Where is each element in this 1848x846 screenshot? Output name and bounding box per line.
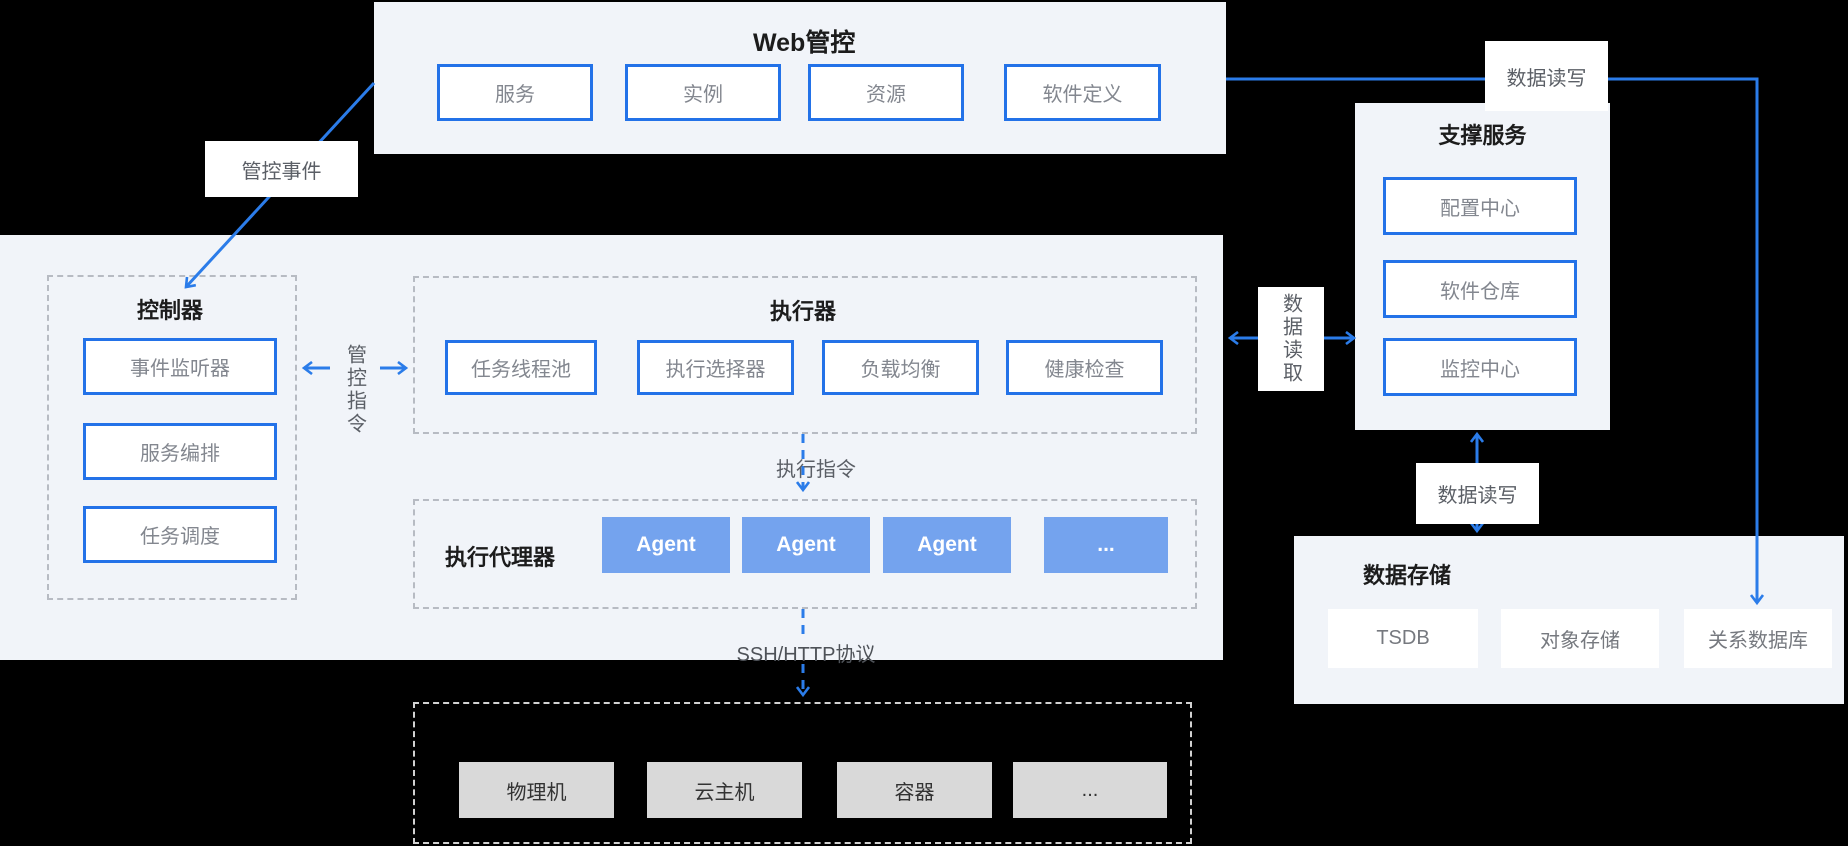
box-container: 容器 [837,762,992,818]
box-agent-more: ... [1044,517,1168,573]
box-service: 服务 [437,64,593,121]
label-data-read: 数据读取 [1258,287,1324,391]
controller-title: 控制器 [136,298,203,323]
box-agent-2: Agent [742,517,870,573]
box-monitor-center: 监控中心 [1383,338,1577,396]
arrow-web-to-relational-db [1226,77,1757,603]
box-instance: 实例 [625,64,781,121]
box-tsdb: TSDB [1328,609,1478,668]
storage-title: 数据存储 [1363,563,1452,588]
infra-group [413,702,1192,844]
agent-group-title: 执行代理器 [445,545,556,570]
box-software-repo: 软件仓库 [1383,260,1577,318]
box-config-center: 配置中心 [1383,177,1577,235]
box-task-thread-pool: 任务线程池 [445,340,597,395]
box-agent-1: Agent [602,517,730,573]
box-relational-db: 关系数据库 [1684,609,1832,668]
box-agent-3: Agent [883,517,1011,573]
label-control-event: 管控事件 [205,141,358,197]
label-ssh-http: SSH/HTTP协议 [736,644,876,666]
box-physical-machine: 物理机 [459,762,614,818]
web-panel-title: Web管控 [753,29,856,57]
controller-group [47,275,297,600]
label-data-rw-mid: 数据读写 [1416,463,1539,524]
label-data-rw-top: 数据读写 [1485,41,1608,111]
label-exec-cmd: 执行指令 [776,459,856,481]
box-event-listener: 事件监听器 [83,338,277,395]
box-cloud-host: 云主机 [647,762,802,818]
executor-group [413,276,1197,434]
box-software-definition: 软件定义 [1004,64,1161,121]
box-load-balance: 负载均衡 [822,340,979,395]
executor-title: 执行器 [769,299,836,324]
box-service-orchestration: 服务编排 [83,423,277,480]
box-health-check: 健康检查 [1006,340,1163,395]
box-task-scheduling: 任务调度 [83,506,277,563]
box-infra-more: ... [1013,762,1167,818]
box-object-storage: 对象存储 [1501,609,1659,668]
label-control-cmd: 管控指令 [343,344,366,436]
agent-group [413,499,1197,609]
box-resource: 资源 [808,64,964,121]
box-exec-selector: 执行选择器 [637,340,794,395]
support-title: 支撑服务 [1438,123,1527,148]
